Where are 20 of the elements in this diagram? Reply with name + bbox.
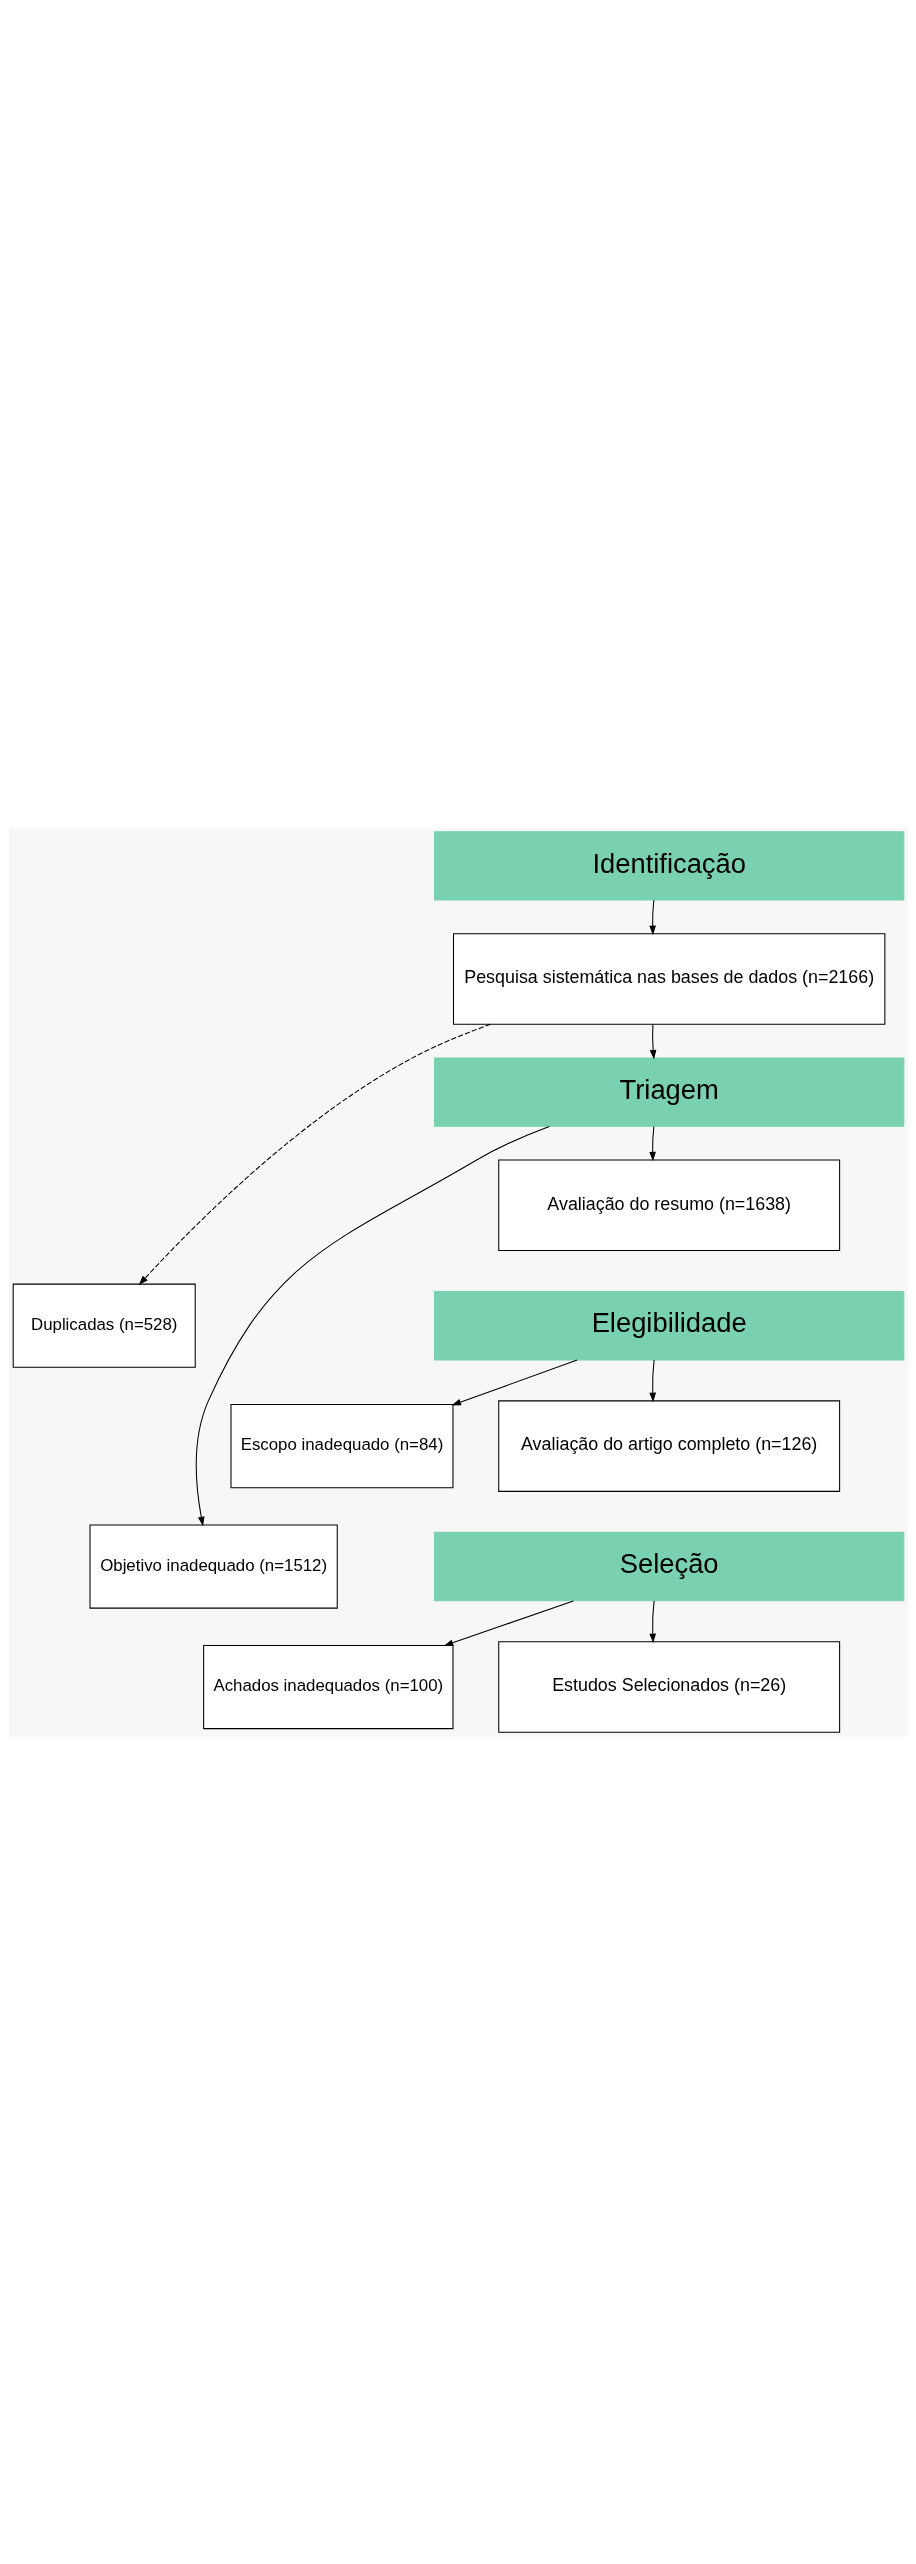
arrow [648, 1600, 656, 1644]
node-box: Pesquisa sistemática nas bases de dados (n=2166) [452, 933, 885, 1025]
node-box: Identificação [433, 831, 904, 901]
arrow [648, 1359, 656, 1403]
node-box: Objetivo inadequado (n=1512) [89, 1524, 338, 1609]
node-box: Seleção [433, 1531, 904, 1602]
arrow [451, 1359, 578, 1406]
node-box: Achados inadequados (n=100) [202, 1644, 453, 1730]
node-box: Estudos Selecionados (n=26) [497, 1641, 840, 1733]
node-box: Triagem [433, 1057, 904, 1127]
node-box: Elegibilidade [433, 1290, 904, 1361]
arrow [648, 899, 656, 936]
node-box: Duplicadas (n=528) [12, 1283, 196, 1368]
arrow [649, 1024, 656, 1060]
node-box: Avaliação do resumo (n=1638) [497, 1159, 840, 1251]
node-box: Escopo inadequado (n=84) [229, 1404, 453, 1489]
arrow [195, 1125, 550, 1527]
arrow [648, 1125, 656, 1162]
arrow [443, 1600, 574, 1646]
node-box: Avaliação do artigo completo (n=126) [497, 1400, 840, 1492]
